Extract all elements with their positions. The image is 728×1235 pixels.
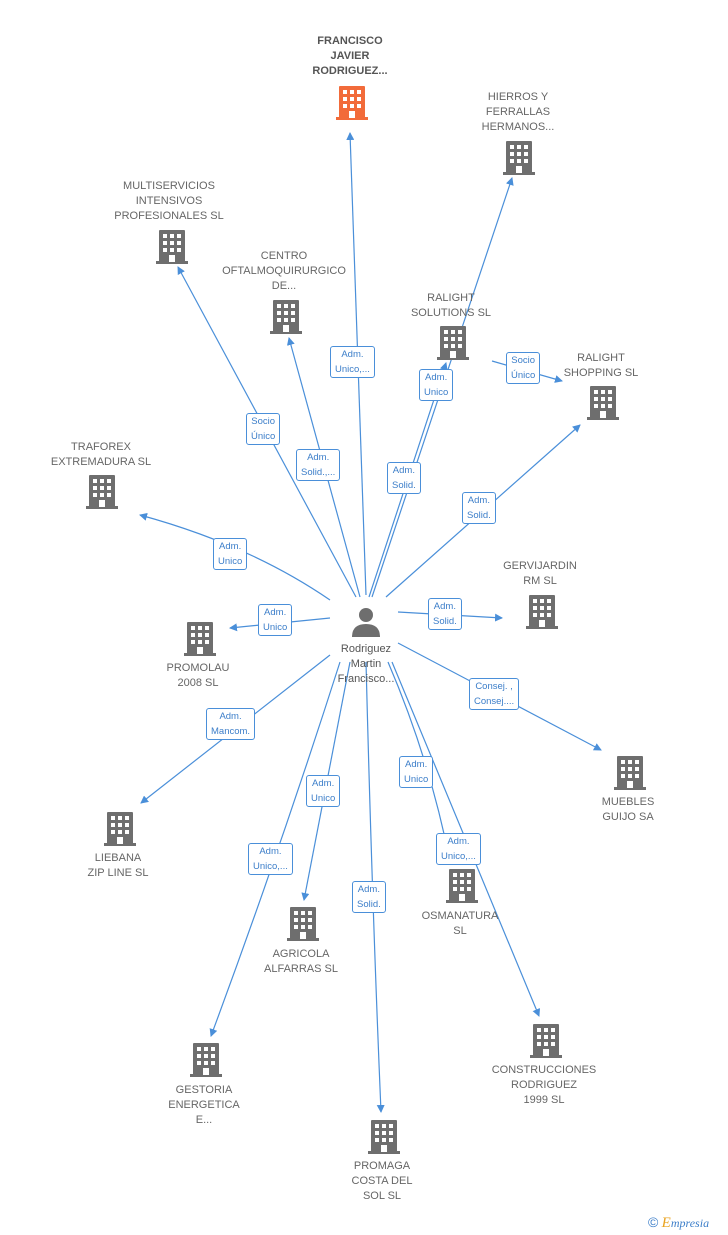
liebana-building-icon[interactable] <box>104 812 136 846</box>
gervijardin-building-icon[interactable] <box>526 595 558 629</box>
promaga-building-icon[interactable] <box>368 1120 400 1154</box>
role-tag-ralight-solutions[interactable]: Adm.Unico <box>419 369 454 401</box>
agricola-building-icon[interactable] <box>287 907 319 941</box>
multiservicios-building-icon[interactable] <box>156 230 188 264</box>
francisco-building-icon[interactable] <box>336 86 368 120</box>
role-tag-traforex[interactable]: Adm.Unico <box>213 538 248 570</box>
center-person-label[interactable]: Rodriguez Martin Francisco... <box>337 643 395 685</box>
centro-building-icon[interactable] <box>270 300 302 334</box>
ralight-solutions-building-icon[interactable] <box>437 326 469 360</box>
role-tag-promaga[interactable]: Adm.Solid. <box>352 881 386 913</box>
hierros-building-icon[interactable] <box>503 141 535 175</box>
role-tag-gestoria[interactable]: Adm.Unico,... <box>248 843 293 875</box>
role-tag-ralight-shopping[interactable]: Adm.Solid. <box>462 492 496 524</box>
role-tag-liebana[interactable]: Adm.Mancom. <box>206 708 256 740</box>
osmanatura-building-icon[interactable] <box>446 869 478 903</box>
traforex-building-icon[interactable] <box>86 475 118 509</box>
promolau-building-icon[interactable] <box>184 622 216 656</box>
empresia-watermark: © Empresia <box>648 1214 710 1231</box>
role-tag-construcciones[interactable]: Adm.Unico,... <box>436 833 481 865</box>
ralight-shopping-building-icon[interactable] <box>587 386 619 420</box>
person-icon <box>352 608 380 637</box>
role-tag-promolau[interactable]: Adm.Unico <box>258 604 293 636</box>
gestoria-building-icon[interactable] <box>190 1043 222 1077</box>
role-tag-francisco[interactable]: Adm.Unico,... <box>330 346 375 378</box>
role-tag-agricola[interactable]: Adm.Unico <box>306 775 341 807</box>
role-tag-osmanatura[interactable]: Adm.Unico <box>399 756 434 788</box>
role-tag-centro[interactable]: Adm.Solid.,... <box>296 449 341 481</box>
role-tag-gervijardin[interactable]: Adm.Solid. <box>428 598 462 630</box>
muebles-building-icon[interactable] <box>614 756 646 790</box>
role-tag-hierros[interactable]: Adm.Solid. <box>387 462 421 494</box>
construcciones-building-icon[interactable] <box>530 1024 562 1058</box>
role-tag-muebles[interactable]: Consej. ,Consej.... <box>469 678 520 710</box>
